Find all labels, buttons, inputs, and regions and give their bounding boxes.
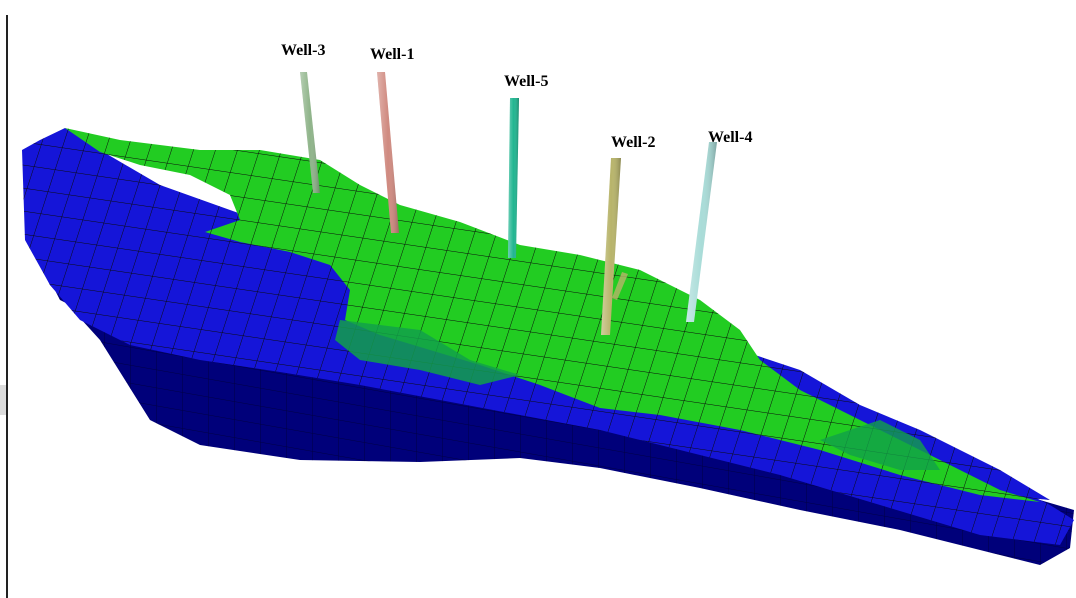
reservoir-green-zone <box>65 128 1040 502</box>
corner-marker <box>0 385 6 415</box>
well-1-label: Well-1 <box>370 46 414 63</box>
well-4[interactable]: Well-4 <box>686 129 752 322</box>
well-3[interactable]: Well-3 <box>281 42 325 193</box>
wells-group: Well-3 Well-1 Well-5 Well-2 Well-4 <box>281 42 752 335</box>
well-5-label: Well-5 <box>504 73 548 90</box>
well-2[interactable]: Well-2 <box>601 134 655 335</box>
well-1[interactable]: Well-1 <box>370 46 414 233</box>
well-4-label: Well-4 <box>708 129 752 146</box>
well-2-label: Well-2 <box>611 134 655 151</box>
well-5[interactable]: Well-5 <box>504 73 548 258</box>
well-3-label: Well-3 <box>281 42 325 59</box>
